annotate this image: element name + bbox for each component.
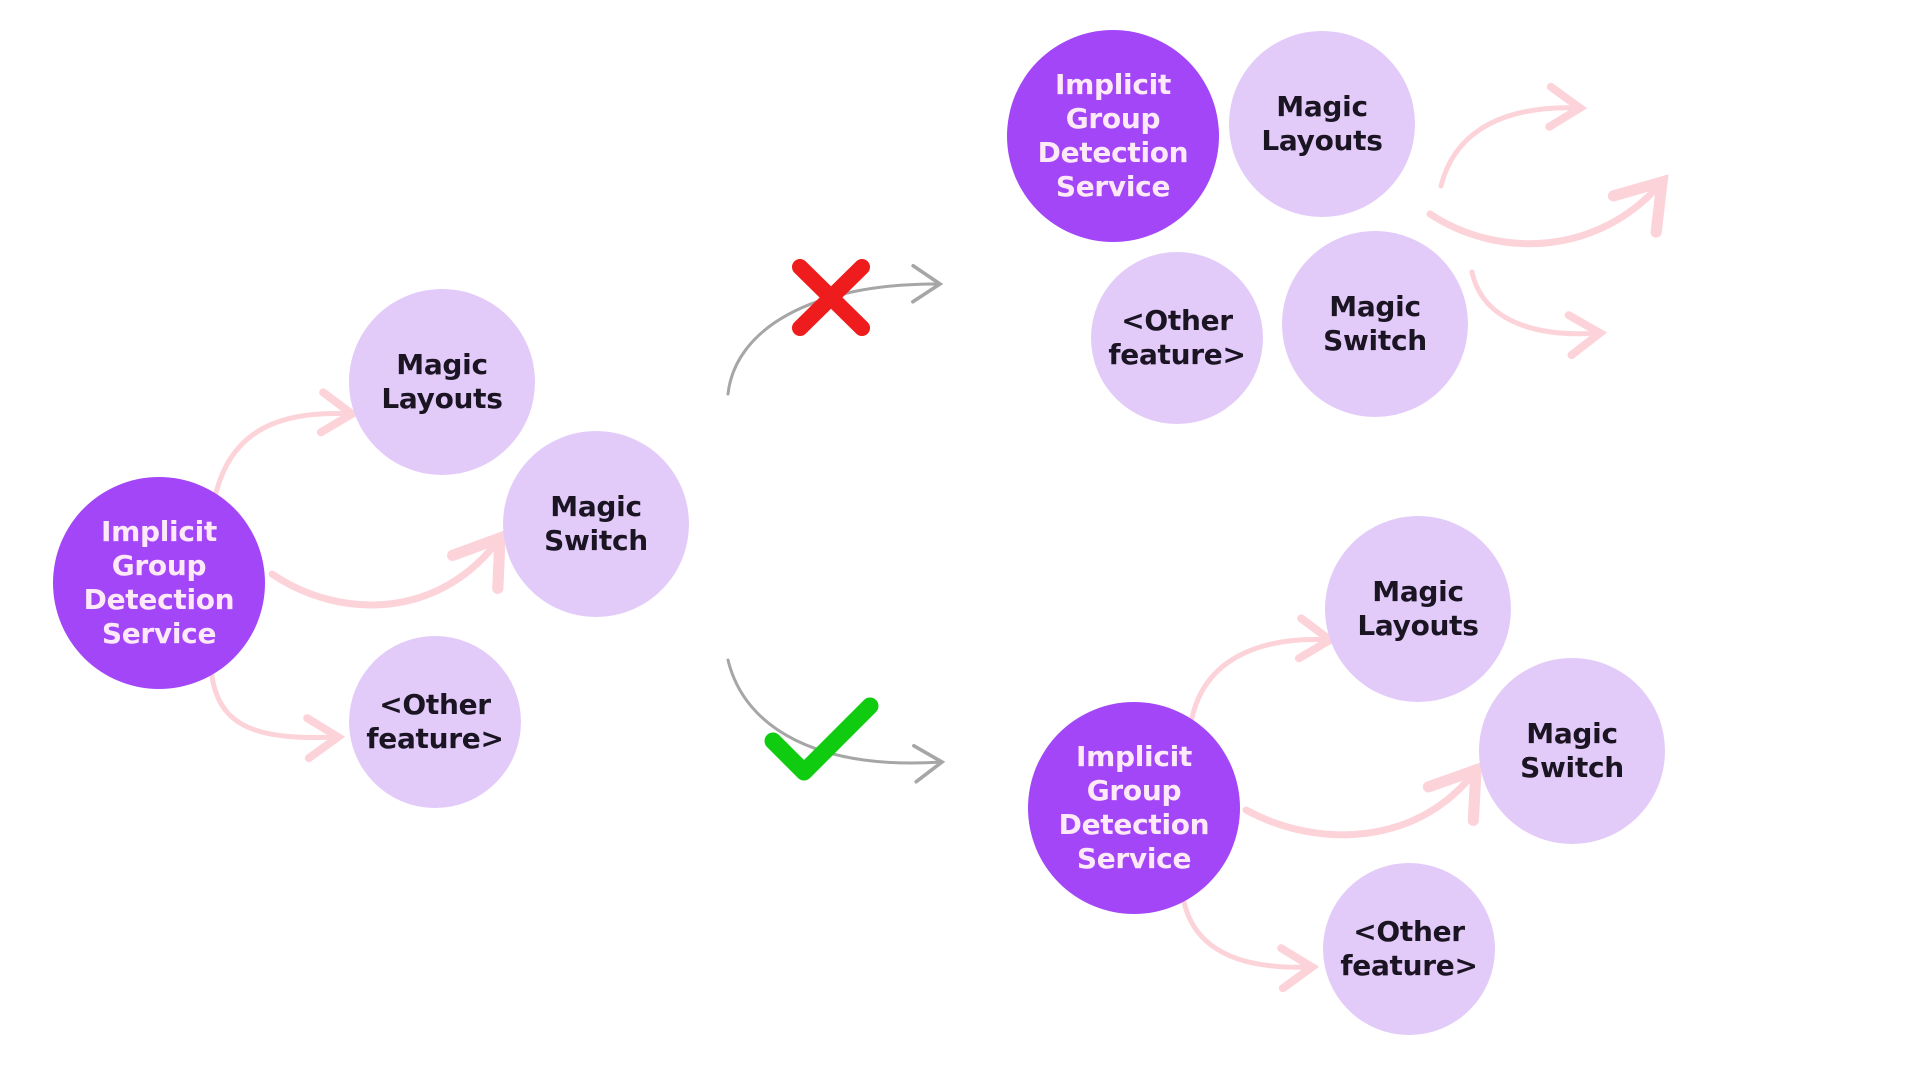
accepted-service-node: Implicit Group Detection Service [1028,702,1240,914]
node-label-line: Magic [396,347,488,381]
node-label-line: Detection [1058,808,1210,841]
node-label-line: Group [1065,101,1161,135]
node-label-line: Layouts [381,382,503,415]
node-label-line: Detection [1037,136,1189,169]
original-switch-node: Magic Switch [503,431,689,617]
arrow-service-to-layouts [213,388,360,496]
node-label-line: Magic [1329,289,1421,323]
accept-check-icon [764,697,879,781]
node-label-line: Magic [1276,89,1368,123]
node-label-line: feature> [1340,949,1478,982]
node-label-line: Service [101,617,217,651]
accepted-switch-node: Magic Switch [1479,658,1665,844]
node-label-line: <Other [379,687,491,721]
node-label-line: Switch [544,524,648,557]
reject-x-icon [792,259,870,336]
arrow-service-to-other [209,673,346,763]
node-label-line: Switch [1520,751,1624,784]
original-service-node: Implicit Group Detection Service [53,477,265,689]
arrow-accepted-service-to-switch [1242,761,1483,839]
arrow-floating-2 [1426,174,1669,248]
arrow-floating-3 [1469,269,1608,360]
rejected-other-node: <Other feature> [1091,252,1263,424]
node-label-line: <Other [1121,303,1233,337]
original-layouts-node: Magic Layouts [349,289,535,475]
node-label-line: Layouts [1261,124,1383,157]
node-label-line: Service [1055,170,1171,204]
node-label-line: Service [1076,842,1192,876]
node-label-line: Implicit [1075,739,1192,773]
accepted-other-node: <Other feature> [1323,863,1495,1035]
accepted-layouts-node: Magic Layouts [1325,516,1511,702]
node-label-line: Implicit [100,514,217,548]
node-label-line: feature> [1108,338,1246,371]
node-label-line: Switch [1323,324,1427,357]
node-label-line: Magic [1526,716,1618,750]
node-label-line: Group [1086,773,1182,807]
rejected-layouts-node: Magic Layouts [1229,31,1415,217]
original-other-node: <Other feature> [349,636,521,808]
transition-arrow-rejected [726,264,944,396]
arrow-accepted-service-to-other [1181,899,1320,993]
node-label-line: Magic [550,489,642,523]
node-label-line: Detection [83,583,235,616]
node-label-line: Magic [1372,574,1464,608]
node-label-line: <Other [1353,914,1465,948]
arrow-accepted-service-to-layouts [1189,614,1338,721]
arrow-floating-1 [1438,82,1588,189]
transition-arrow-accepted [726,658,946,784]
rejected-service-node: Implicit Group Detection Service [1007,30,1219,242]
arrow-service-to-switch [268,529,506,609]
node-label-line: Layouts [1357,609,1479,642]
node-label-line: feature> [366,722,504,755]
node-label-line: Implicit [1054,67,1171,101]
rejected-switch-node: Magic Switch [1282,231,1468,417]
node-label-line: Group [111,548,207,582]
